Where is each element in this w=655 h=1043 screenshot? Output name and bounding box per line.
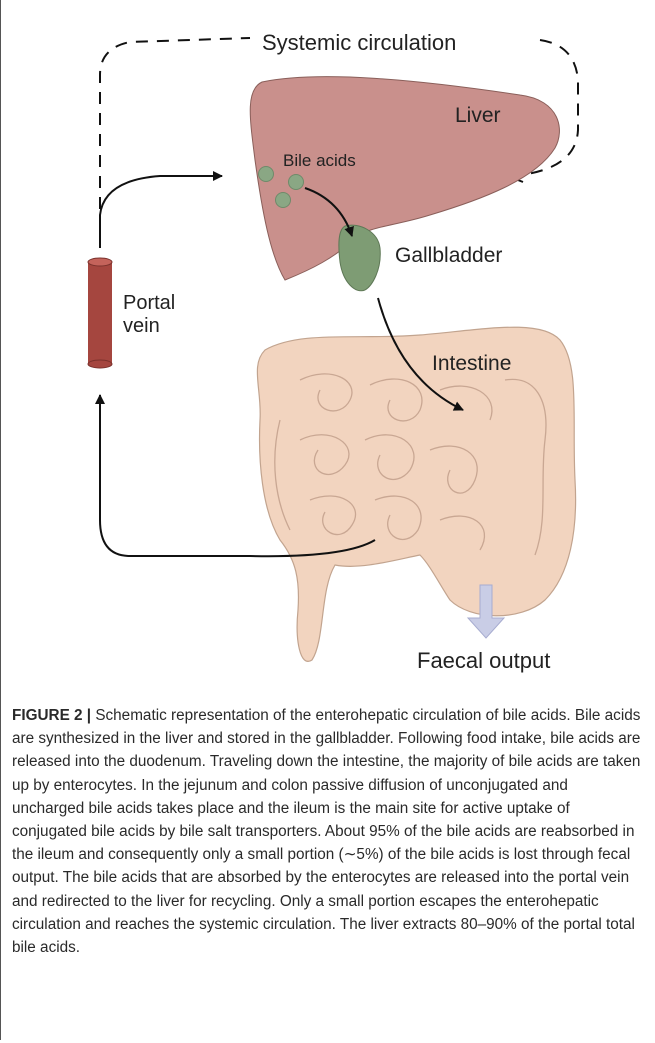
bile-acids-label: Bile acids (283, 151, 356, 170)
gallbladder-shape (339, 225, 380, 291)
portal-vein-cylinder (88, 262, 112, 364)
bile-acid-dot (259, 167, 274, 182)
portal-vein-label: Portal (123, 292, 175, 314)
intestine-label: Intestine (432, 352, 511, 375)
portal-vein-label-2: vein (123, 315, 160, 337)
portal-vein-top (88, 258, 112, 266)
gallbladder-label: Gallbladder (395, 244, 502, 267)
portal-to-liver-arrow (100, 176, 222, 248)
faecal-output-label: Faecal output (417, 648, 550, 673)
figure-label: FIGURE 2 | (12, 707, 91, 724)
bile-acid-dot (289, 175, 304, 190)
portal-vein-bottom (88, 360, 112, 368)
bile-acid-dot (276, 193, 291, 208)
enterohepatic-diagram: Systemic circulation Liver Bile acids Ga… (0, 0, 655, 700)
caption-text: Schematic representation of the enterohe… (12, 707, 640, 956)
systemic-circulation-label: Systemic circulation (262, 30, 456, 55)
liver-label: Liver (455, 104, 501, 127)
figure-caption: FIGURE 2 | Schematic representation of t… (12, 704, 642, 959)
